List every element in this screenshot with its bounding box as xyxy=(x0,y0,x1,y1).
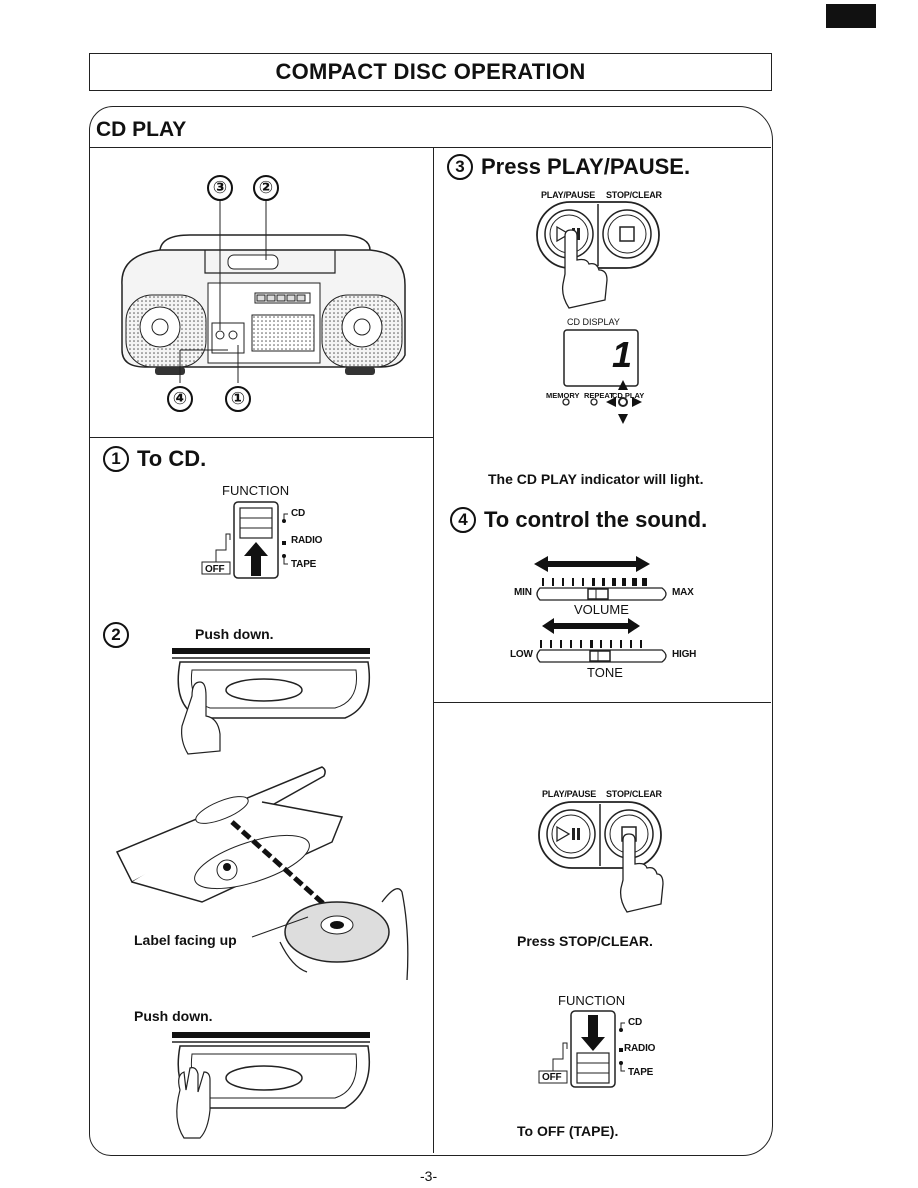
step1-title: To CD. xyxy=(137,446,207,471)
left-divider xyxy=(90,437,433,438)
lid-push-illustration xyxy=(172,648,371,755)
column-divider xyxy=(433,147,434,1153)
step1-tape-label: TAPE xyxy=(291,559,317,570)
callout-1: ① xyxy=(225,386,251,412)
stop-function-label: FUNCTION xyxy=(558,993,626,1008)
step2-number: 2 xyxy=(103,622,129,648)
callout-4: ④ xyxy=(167,386,193,412)
callout-3: ③ xyxy=(207,175,233,201)
step2-push-down-caption: Push down. xyxy=(195,626,274,642)
volume-max-label: MAX xyxy=(672,587,694,598)
tone-low-label: LOW xyxy=(510,649,533,660)
cd-play-indicator-label: CD PLAY xyxy=(612,391,645,400)
step3-stop-clear-label: STOP/CLEAR xyxy=(606,190,662,200)
step2-push-down-caption-2: Push down. xyxy=(134,1008,213,1024)
stop-tape-label: TAPE xyxy=(628,1067,654,1078)
memory-indicator-label: MEMORY xyxy=(546,391,580,400)
stop-radio-label: RADIO xyxy=(624,1043,656,1054)
cd-display-label: CD DISPLAY xyxy=(567,317,620,327)
lid-close-illustration xyxy=(172,1032,371,1139)
step1-off-label: OFF xyxy=(205,564,225,575)
function-switch-to-off xyxy=(538,1010,625,1088)
cd-play-frame xyxy=(89,106,773,1156)
to-off-tape-caption: To OFF (TAPE). xyxy=(517,1123,619,1139)
cd-display-digit: 1 xyxy=(612,334,633,375)
section-title: CD PLAY xyxy=(96,118,187,141)
step3-title: Press PLAY/PAUSE. xyxy=(481,154,691,179)
cd-play-indicator-note: The CD PLAY indicator will light. xyxy=(488,471,704,487)
step3-play-pause-label: PLAY/PAUSE xyxy=(541,190,596,200)
stop-off-label: OFF xyxy=(542,1072,562,1083)
step1-function-label: FUNCTION xyxy=(222,483,290,498)
boombox-illustration xyxy=(121,200,406,383)
page-title: COMPACT DISC OPERATION xyxy=(89,53,772,91)
step1-heading: 1 To CD. xyxy=(103,446,206,472)
step1-cd-label: CD xyxy=(291,508,306,519)
step4-title: To control the sound. xyxy=(484,507,708,532)
stop-clear-button-illustration xyxy=(538,801,664,913)
play-pause-button-illustration xyxy=(536,201,660,309)
volume-min-label: MIN xyxy=(514,587,532,598)
volume-label: VOLUME xyxy=(574,602,629,617)
stop-cd-label: CD xyxy=(628,1017,643,1028)
header-divider xyxy=(90,147,771,148)
volume-tone-sliders xyxy=(534,556,667,663)
corner-tab xyxy=(826,4,876,28)
cd-display-illustration xyxy=(562,329,642,424)
cd-tray-insert-illustration xyxy=(115,766,409,981)
page-number: -3- xyxy=(420,1168,438,1184)
step3-heading: 3 Press PLAY/PAUSE. xyxy=(447,154,690,180)
step1-number: 1 xyxy=(103,446,129,472)
step3-number: 3 xyxy=(447,154,473,180)
step1-radio-label: RADIO xyxy=(291,535,323,546)
step4-number: 4 xyxy=(450,507,476,533)
function-switch-to-cd xyxy=(201,501,288,579)
tone-label: TONE xyxy=(587,665,623,680)
repeat-indicator-label: REPEAT xyxy=(584,391,614,400)
stop-play-pause-label: PLAY/PAUSE xyxy=(542,789,597,799)
press-stop-clear-caption: Press STOP/CLEAR. xyxy=(517,933,653,949)
step4-heading: 4 To control the sound. xyxy=(450,507,707,533)
stop-stop-clear-label: STOP/CLEAR xyxy=(606,789,662,799)
callout-2: ② xyxy=(253,175,279,201)
label-facing-up-caption: Label facing up xyxy=(134,932,237,948)
step2-heading: 2 xyxy=(103,622,129,648)
right-divider xyxy=(433,702,771,703)
tone-high-label: HIGH xyxy=(672,649,697,660)
